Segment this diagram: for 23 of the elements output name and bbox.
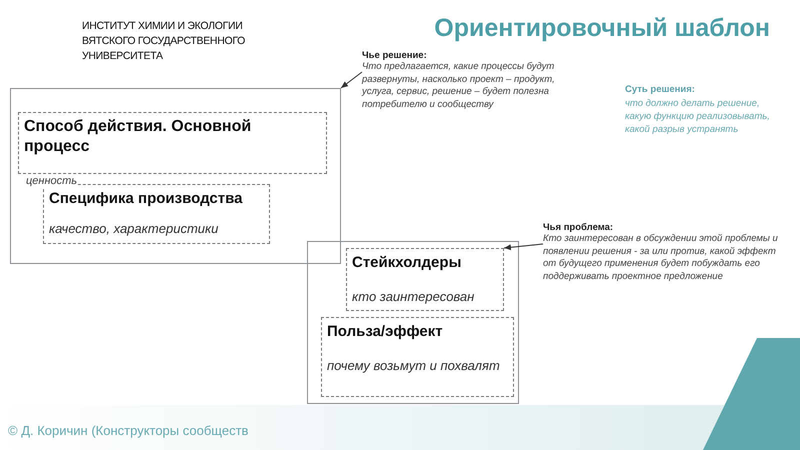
box-heading: Способ действия. Основной процесс	[24, 117, 252, 157]
copyright-text: © Д. Коричин (Конструкторы сообществ	[8, 423, 250, 438]
frame-box	[307, 241, 519, 404]
box-subtext: качество, характеристики	[49, 220, 220, 238]
dashed-box	[18, 112, 327, 174]
annotation-heading: Чье решение:	[362, 50, 428, 61]
note-text: что должно делать решение, какую функцию реализовывать, какой разрыв устранять	[625, 97, 770, 136]
box-heading: Стейкхолдеры	[352, 253, 462, 273]
value-label: ценность	[26, 175, 78, 188]
note-heading: Суть решения:	[625, 84, 696, 95]
annotation-heading: Чья проблема:	[543, 222, 614, 233]
dashed-box	[346, 248, 504, 311]
box-heading: Специфика производства	[49, 189, 244, 209]
institute-name: ИНСТИТУТ ХИМИИ И ЭКОЛОГИИ ВЯТСКОГО ГОСУДАРСТВЕННОГО УНИВЕРСИТЕТА	[82, 19, 246, 64]
title: Ориентировочный шаблон	[433, 14, 770, 43]
box-heading: Польза/эффект	[327, 322, 444, 342]
annotation-text: Что предлагается, какие процессы будут развернуты, насколько проект – продукт, услуга, сервис, решение – будет полезна потребителю и сообществу	[362, 61, 556, 112]
box-subtext: кто заинтересован	[352, 288, 476, 306]
arrow	[504, 244, 544, 250]
box-subtext: почему возьмут и похвалят	[327, 357, 501, 375]
dashed-box	[321, 317, 514, 397]
arrow	[340, 72, 362, 88]
annotation-text: Кто заинтересован в обсуждении этой проблемы и появлении решения - за или против, какой эффект от будущего применения будет побуждать его поддерживать проектное предложение	[543, 233, 778, 284]
